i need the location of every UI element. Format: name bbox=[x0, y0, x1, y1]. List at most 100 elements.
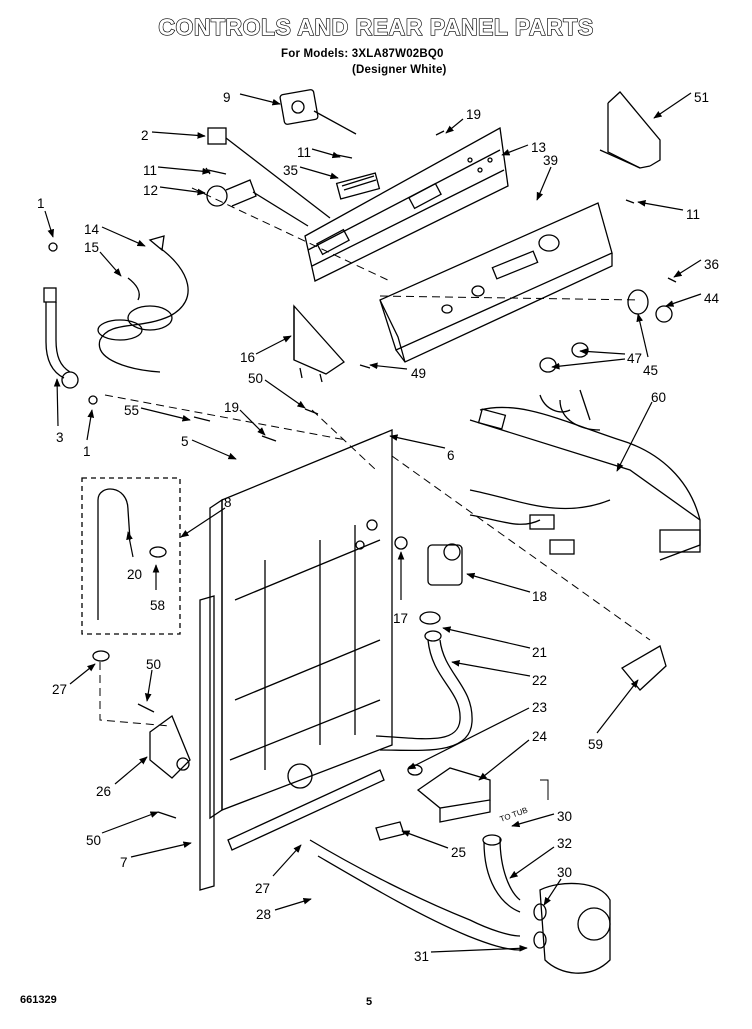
console-back-panel bbox=[304, 126, 509, 282]
leader-c51 bbox=[653, 92, 692, 119]
diagram-title: CONTROLS AND REAR PANEL PARTS bbox=[158, 13, 594, 40]
hose-clamp-part bbox=[375, 821, 405, 841]
callout-c7: 7 bbox=[120, 855, 128, 870]
knobs bbox=[539, 289, 673, 373]
leader-c21 bbox=[442, 626, 531, 649]
callout-c28: 28 bbox=[256, 907, 271, 922]
leader-c1b bbox=[86, 409, 95, 441]
callout-c19a: 19 bbox=[466, 107, 481, 122]
fill-hose bbox=[375, 611, 473, 752]
leader-c5 bbox=[191, 439, 237, 460]
callout-c45: 45 bbox=[643, 363, 658, 378]
leader-c44 bbox=[665, 293, 702, 307]
callout-c58: 58 bbox=[150, 598, 165, 613]
callout-c21: 21 bbox=[532, 645, 547, 660]
callout-c30a: 30 bbox=[557, 809, 572, 824]
callout-c5: 5 bbox=[181, 434, 189, 449]
leader-c22 bbox=[451, 660, 531, 677]
inlet-hose bbox=[43, 287, 79, 389]
leader-c11a bbox=[311, 148, 341, 159]
fill-valve bbox=[394, 536, 463, 586]
leader-c50a bbox=[264, 379, 306, 409]
leader-c45 bbox=[636, 313, 649, 358]
leader-c20 bbox=[126, 531, 134, 558]
callout-c30b: 30 bbox=[557, 865, 572, 880]
screws bbox=[48, 130, 677, 819]
callout-c11b: 11 bbox=[143, 163, 157, 178]
callout-c12: 12 bbox=[143, 183, 158, 198]
leader-c24 bbox=[478, 739, 530, 781]
drain-pump bbox=[533, 882, 611, 974]
leader-c11b bbox=[157, 166, 211, 175]
leader-c16 bbox=[255, 335, 292, 355]
callout-c27a: 27 bbox=[52, 682, 67, 697]
callout-c18: 18 bbox=[532, 589, 547, 604]
callout-c16: 16 bbox=[240, 350, 255, 365]
side-strip bbox=[199, 595, 215, 891]
callout-c6: 6 bbox=[447, 448, 455, 463]
color-line: (Designer White) bbox=[352, 64, 447, 76]
leader-c28 bbox=[274, 897, 312, 911]
callout-c25: 25 bbox=[451, 845, 466, 860]
leader-c8 bbox=[180, 507, 226, 538]
leader-c3 bbox=[53, 378, 61, 427]
leader-c35 bbox=[299, 166, 339, 180]
callout-c35: 35 bbox=[283, 163, 298, 178]
callout-c17: 17 bbox=[393, 611, 408, 626]
leader-c49 bbox=[369, 362, 408, 370]
leader-c32 bbox=[509, 846, 555, 879]
leader-c55 bbox=[140, 407, 191, 422]
callout-c22: 22 bbox=[532, 673, 547, 688]
rear-panel bbox=[209, 429, 393, 851]
callout-c60: 60 bbox=[651, 390, 666, 405]
to-tub-label: TO TUB bbox=[499, 805, 529, 823]
callout-c51: 51 bbox=[694, 90, 709, 105]
callout-c11c: 11 bbox=[686, 207, 700, 222]
leader-c60 bbox=[616, 401, 653, 472]
callout-c50a: 50 bbox=[248, 371, 263, 386]
leader-c47 bbox=[579, 348, 626, 355]
callout-c11a: 11 bbox=[297, 145, 311, 160]
timer-part bbox=[279, 89, 357, 135]
leader-c30b bbox=[543, 878, 562, 906]
bracket-part bbox=[599, 91, 661, 169]
callout-c13: 13 bbox=[531, 140, 546, 155]
leader-c14 bbox=[101, 226, 146, 247]
switch-part bbox=[207, 127, 331, 219]
leader-c27a bbox=[69, 663, 96, 685]
leader-c39 bbox=[536, 166, 552, 201]
leader-c47b bbox=[551, 358, 626, 370]
leader-c23 bbox=[407, 707, 530, 770]
callout-c59: 59 bbox=[588, 737, 603, 752]
callout-c55: 55 bbox=[124, 403, 139, 418]
callout-c44: 44 bbox=[704, 291, 720, 306]
leader-c50b bbox=[144, 669, 153, 702]
callout-c9: 9 bbox=[223, 90, 231, 105]
callout-c2: 2 bbox=[141, 128, 149, 143]
callout-c20: 20 bbox=[127, 567, 142, 582]
leader-c19b bbox=[239, 409, 266, 436]
leader-c11c bbox=[637, 200, 684, 211]
leader-c18 bbox=[466, 572, 531, 593]
callout-c1a: 1 bbox=[37, 196, 45, 211]
callout-c8: 8 bbox=[224, 495, 232, 510]
callout-c49: 49 bbox=[411, 366, 426, 381]
callout-c24: 24 bbox=[532, 729, 548, 744]
callout-c15: 15 bbox=[84, 240, 99, 255]
leader-c15 bbox=[99, 251, 122, 277]
leader-c27b bbox=[272, 844, 302, 877]
parts-artwork bbox=[43, 89, 701, 974]
callout-c23: 23 bbox=[532, 700, 547, 715]
leader-c12 bbox=[159, 186, 206, 196]
leader-c2 bbox=[151, 131, 206, 139]
callout-c50b: 50 bbox=[146, 657, 161, 672]
drain-hose bbox=[309, 834, 521, 951]
leader-c9 bbox=[239, 93, 281, 106]
callout-c19b: 19 bbox=[224, 400, 239, 415]
leader-c13 bbox=[501, 144, 529, 156]
callout-c47: 47 bbox=[627, 351, 642, 366]
leader-c1a bbox=[44, 210, 54, 238]
callout-c27b: 27 bbox=[255, 881, 270, 896]
callout-c3: 3 bbox=[56, 430, 64, 445]
